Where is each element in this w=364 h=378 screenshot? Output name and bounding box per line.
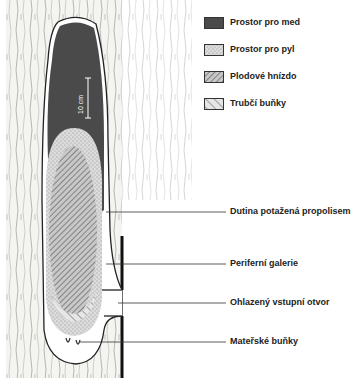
legend-row: Prostor pro pyl [204, 43, 362, 57]
legend-swatch [204, 98, 224, 110]
gallery-label: Periferní galerie [230, 258, 362, 269]
legend-swatch [204, 44, 224, 56]
legend-row: Plodové hnízdo [204, 70, 362, 84]
legend-row: Trubčí buňky [204, 97, 362, 111]
legend-text: Prostor pro med [230, 17, 300, 28]
legend-swatch [204, 71, 224, 83]
queen-cells-label: Mateřské buňky [230, 336, 362, 347]
legend-row: Prostor pro med [204, 16, 362, 30]
legend-text: Trubčí buňky [230, 98, 286, 109]
scale-label: 10 cm [77, 95, 84, 114]
cavity-label: Dutina potažená propolisem [230, 206, 362, 217]
legend-text: Prostor pro pyl [230, 44, 295, 55]
legend-swatch [204, 17, 224, 29]
entrance-label: Ohlazený vstupní otvor [230, 297, 362, 308]
legend-text: Plodové hnízdo [230, 71, 297, 82]
